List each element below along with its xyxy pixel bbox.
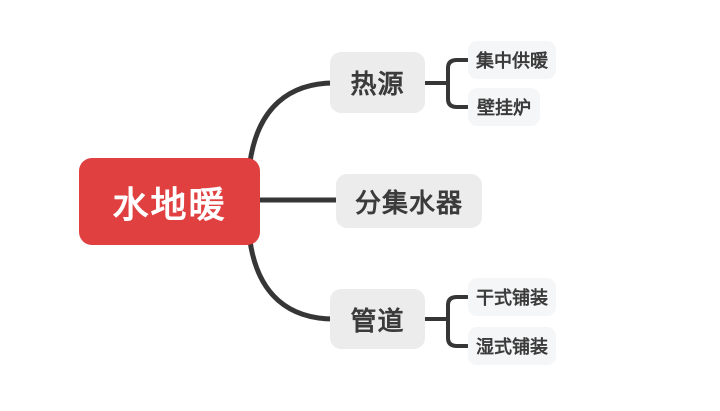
branch-node-pipes[interactable]: 管道 (330, 289, 425, 349)
branch-node-heat-source[interactable]: 热源 (330, 52, 425, 113)
child-node-dry-installation[interactable]: 干式铺装 (468, 278, 556, 316)
connector-root-to-pipes (247, 238, 337, 322)
root-node-water-floor-heating[interactable]: 水地暖 (79, 158, 260, 245)
connector-root-to-heat-source (247, 80, 337, 165)
child-node-wet-installation[interactable]: 湿式铺装 (468, 327, 556, 365)
connector-pipes-bracket (446, 295, 469, 348)
branch-node-manifold[interactable]: 分集水器 (336, 174, 482, 228)
child-node-wall-hung-boiler[interactable]: 壁挂炉 (468, 88, 540, 126)
connector-heat-source-bracket (446, 58, 469, 109)
child-node-central-heating[interactable]: 集中供暖 (468, 41, 556, 79)
